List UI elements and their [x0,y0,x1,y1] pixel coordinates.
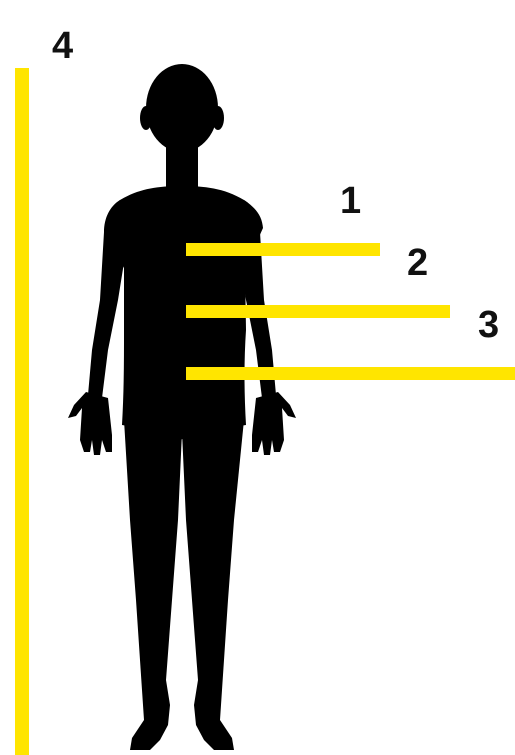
label-1: 1 [340,182,361,220]
label-3: 3 [478,306,499,344]
child-silhouette [68,64,296,750]
label-2: 2 [407,244,428,282]
height-line [15,68,29,755]
label-4: 4 [52,27,73,65]
measure-line-2 [186,305,450,318]
measure-line-3 [186,367,515,380]
measure-line-1 [186,243,380,256]
